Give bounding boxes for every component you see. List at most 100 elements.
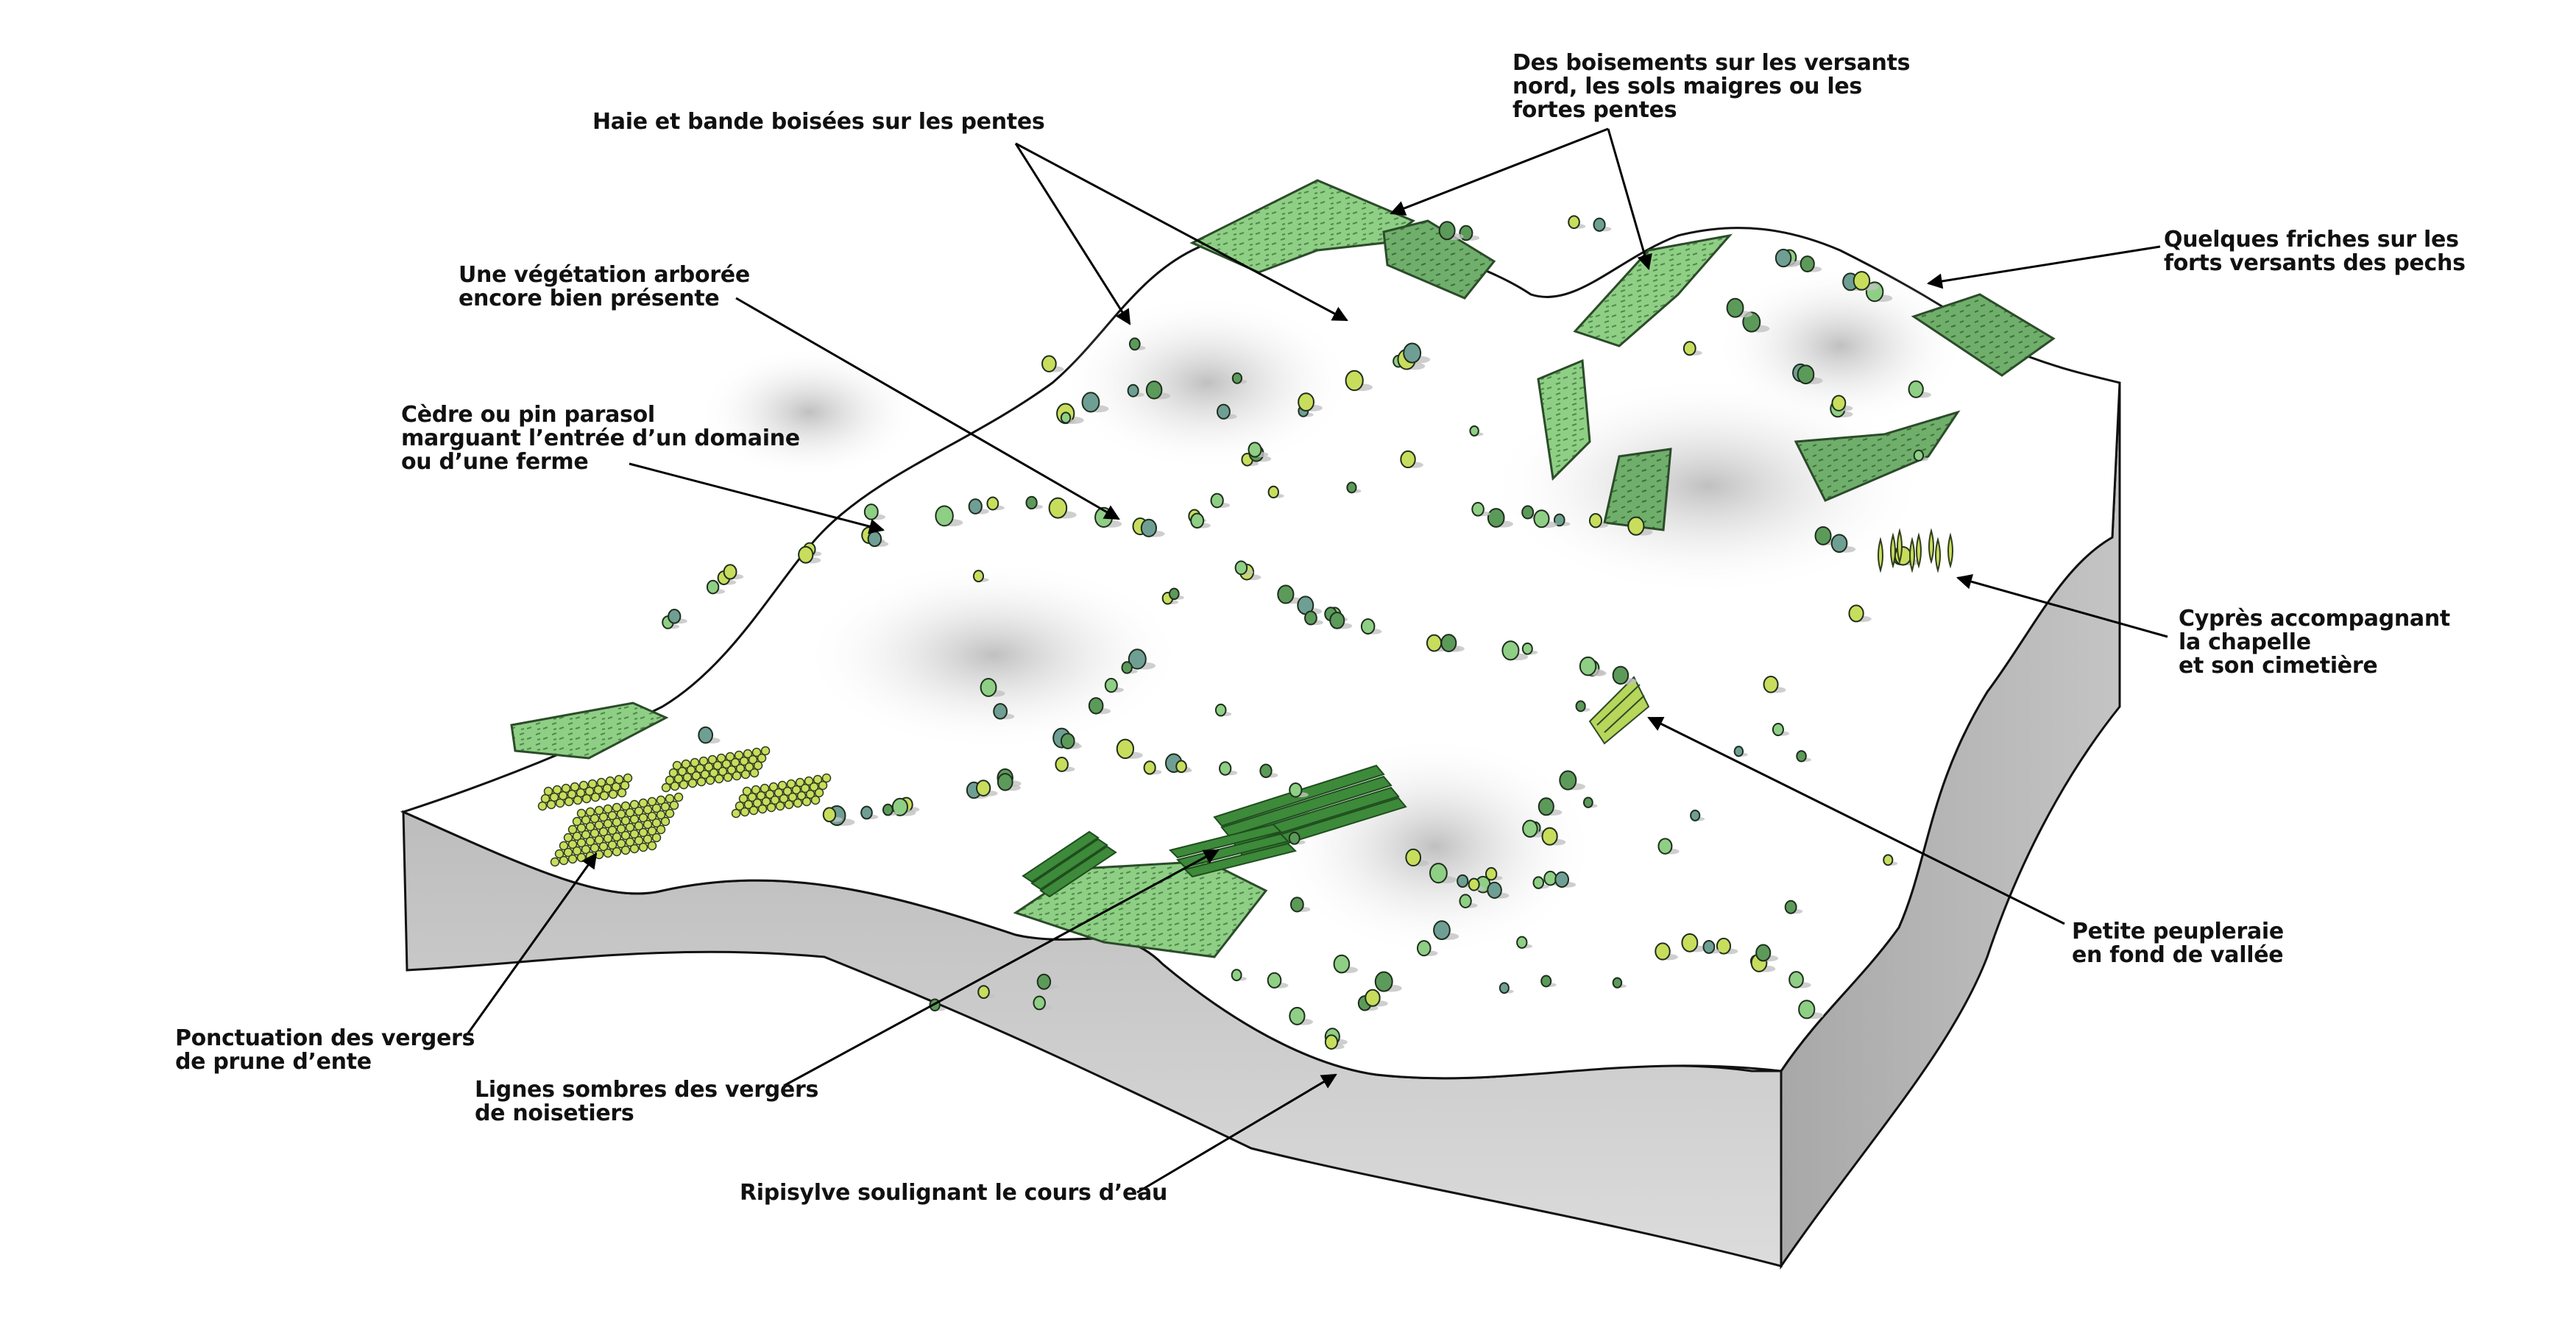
plum-tree	[598, 827, 609, 837]
tree	[1657, 838, 1673, 855]
label-cedre: Cèdre ou pin parasol marguant l’entrée d…	[401, 402, 800, 475]
plum-tree	[607, 840, 618, 850]
plum-tree	[782, 786, 793, 796]
plum-tree	[634, 835, 644, 846]
plum-tree	[629, 814, 640, 824]
tree	[1048, 497, 1068, 519]
label-friches: Quelques friches sur les forts versants …	[2164, 227, 2466, 276]
plum-tree	[638, 813, 648, 823]
plum-tree	[757, 753, 767, 763]
poplar-grove	[1588, 676, 1650, 745]
plum-tree	[603, 833, 613, 844]
tree	[1333, 954, 1351, 974]
tree	[1468, 877, 1480, 891]
tree	[1883, 854, 1894, 866]
plum-tree	[651, 833, 662, 843]
tree	[1345, 370, 1364, 392]
plum-tree	[804, 776, 814, 786]
tree	[1175, 760, 1187, 774]
plum-tree	[620, 801, 631, 811]
tree	[1533, 509, 1550, 529]
label-noisetiers: Lignes sombres des vergers de noisetiers	[475, 1077, 819, 1126]
woodland-north-slope	[1573, 233, 1733, 347]
plum-tree	[760, 746, 771, 756]
plum-tree	[731, 808, 741, 819]
plum-tree	[612, 847, 622, 857]
plum-tree	[779, 794, 789, 804]
plum-tree	[813, 774, 823, 785]
plum-tree	[704, 762, 714, 772]
tree	[1033, 995, 1046, 1011]
plum-tree	[700, 769, 710, 780]
tree	[1575, 700, 1586, 713]
plum-tree	[749, 805, 759, 816]
tree	[1190, 512, 1205, 529]
plum-tree	[735, 801, 745, 811]
tree	[997, 773, 1013, 791]
tree	[723, 564, 737, 580]
tree	[1405, 848, 1422, 867]
tree	[1487, 508, 1505, 528]
plum-tree	[647, 826, 657, 836]
tree	[977, 985, 990, 1000]
tree	[1298, 392, 1314, 412]
tree	[1568, 215, 1580, 230]
plum-tree	[563, 833, 573, 843]
tree	[1797, 364, 1815, 385]
tree	[1755, 944, 1772, 962]
tree	[822, 807, 837, 823]
tree	[1288, 831, 1301, 845]
tree	[1234, 560, 1248, 576]
tree	[1365, 989, 1381, 1007]
plum-orchards	[537, 746, 832, 867]
plum-tree	[634, 806, 644, 816]
plum-tree	[744, 762, 754, 772]
plum-tree	[698, 756, 709, 766]
plum-tree	[559, 841, 569, 851]
plum-tree	[616, 809, 626, 819]
plum-tree	[695, 763, 705, 774]
cypress-tree	[1916, 532, 1922, 569]
tree	[1682, 341, 1696, 356]
tree	[1116, 738, 1135, 760]
tree	[1796, 750, 1807, 763]
plum-tree	[756, 791, 766, 801]
plum-tree	[572, 846, 582, 856]
plum-tree	[743, 749, 753, 759]
plum-tree	[726, 765, 737, 775]
plum-tree	[673, 792, 684, 802]
plum-tree	[643, 819, 653, 830]
tree	[1553, 513, 1565, 527]
plum-tree	[743, 799, 754, 810]
plum-tree	[757, 804, 768, 814]
plum-tree	[625, 837, 635, 847]
pointer-vergers-prune	[466, 852, 598, 1035]
plum-tree	[788, 792, 798, 802]
tree	[1140, 518, 1157, 537]
tree	[1267, 972, 1282, 989]
tree	[1471, 501, 1485, 517]
plum-tree	[760, 783, 770, 794]
tree	[1289, 1006, 1306, 1025]
plum-tree	[661, 782, 671, 793]
plum-tree	[682, 772, 693, 782]
tree	[863, 503, 879, 520]
tree	[1426, 634, 1443, 652]
tree	[1360, 618, 1376, 635]
plum-tree	[809, 782, 819, 792]
tree	[706, 579, 720, 595]
pointer-haie-1	[1014, 143, 1131, 325]
plum-tree	[668, 768, 679, 778]
plum-tree	[608, 789, 618, 799]
plum-tree	[599, 791, 609, 801]
plum-tree	[738, 794, 749, 804]
tree	[1733, 746, 1744, 757]
plum-tree	[585, 807, 595, 817]
tree	[1440, 634, 1457, 652]
tree	[1579, 656, 1597, 676]
plum-tree	[546, 799, 556, 810]
cypress-tree	[1897, 528, 1903, 565]
annotation-pointers	[466, 127, 2168, 1194]
tree	[1716, 937, 1732, 955]
